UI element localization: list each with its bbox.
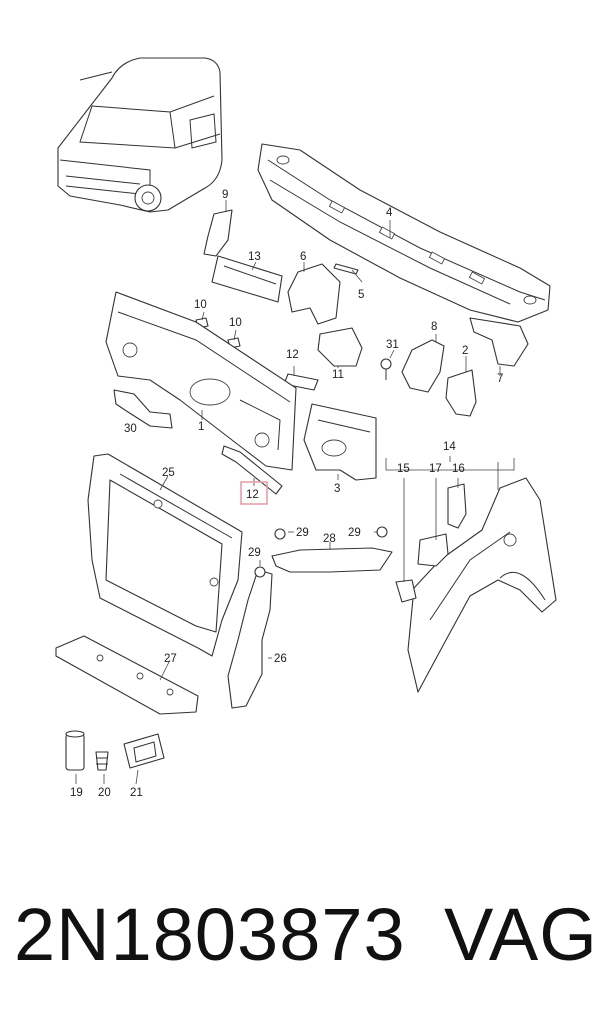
callout-25: 25 — [162, 467, 175, 479]
part-29-screw-c — [254, 566, 266, 578]
callout-3: 3 — [334, 483, 340, 495]
part-7-bracket — [469, 317, 529, 367]
callout-15: 14 — [443, 441, 456, 453]
callout-19: 19 — [70, 787, 83, 799]
callout-29-c: 29 — [248, 547, 261, 559]
callout-labels: 9 4 13 6 5 10 10 8 31 2 12 11 7 30 1 14 … — [70, 189, 503, 799]
callout-7: 7 — [497, 373, 503, 385]
callout-2: 2 — [462, 345, 468, 357]
part-31-screw — [380, 358, 392, 380]
part-number: 2N1803873 — [14, 893, 406, 976]
callout-30: 30 — [124, 423, 137, 435]
callout-31: 31 — [386, 339, 399, 351]
callout-9: 9 — [222, 189, 228, 201]
callout-10-b: 10 — [229, 317, 242, 329]
callout-26: 26 — [274, 653, 287, 665]
callout-6: 6 — [300, 251, 306, 263]
part-9-bracket — [203, 209, 233, 257]
part-29-screw-b — [376, 526, 388, 538]
callout-11: 11 — [332, 369, 344, 381]
callout-29-b: 29 — [348, 527, 361, 539]
callout-21: 21 — [130, 787, 143, 799]
part-2-bracket — [445, 369, 477, 417]
callout-13: 12 — [286, 349, 299, 361]
parts-diagram: 9 4 13 6 5 10 10 8 31 2 12 11 7 30 1 14 … — [55, 57, 557, 799]
callout-1: 1 — [198, 421, 204, 433]
callout-12: 12 — [246, 489, 259, 501]
part-20-grommet — [95, 751, 109, 771]
brand-label: VAG — [444, 893, 598, 976]
part-1-front-panel — [105, 291, 297, 471]
callout-28: 28 — [323, 533, 336, 545]
part-4-cross-member — [257, 143, 551, 323]
part-29-screw-a — [274, 528, 286, 540]
callout-20: 20 — [98, 787, 111, 799]
callout-17: 16 — [452, 463, 465, 475]
leader-lines — [75, 200, 515, 785]
callout-4: 4 — [386, 207, 393, 219]
part-3-side-panel — [303, 403, 377, 481]
part-26-air-guide — [227, 569, 273, 709]
callout-8: 8 — [431, 321, 437, 333]
part-18-bracket — [417, 533, 449, 567]
part-8-bracket — [401, 339, 445, 393]
part-21-pad — [123, 733, 165, 769]
callout-10-a: 10 — [194, 299, 207, 311]
callout-18: 17 — [429, 463, 442, 475]
part-25-radiator-frame — [87, 453, 243, 657]
part-14-bracket — [211, 255, 283, 303]
part-5-clip — [333, 263, 359, 275]
part-30-bracket — [113, 389, 173, 429]
highlight-box-12 — [240, 481, 268, 505]
part-15-wheel-house — [407, 477, 557, 693]
part-17-bracket — [447, 483, 467, 529]
callout-5: 5 — [358, 289, 364, 301]
part-11-bracket — [317, 327, 363, 367]
part-27-underbody-panel — [55, 635, 199, 715]
part-16-bracket — [395, 579, 417, 603]
callout-27: 27 — [164, 653, 177, 665]
callout-14: 13 — [248, 251, 261, 263]
van-illustration — [57, 57, 223, 213]
part-19-plug — [65, 730, 85, 771]
part-6-bracket — [287, 263, 341, 325]
part-28-lock-carrier — [271, 547, 393, 573]
callout-16: 15 — [397, 463, 410, 475]
callout-29-a: 29 — [296, 527, 309, 539]
